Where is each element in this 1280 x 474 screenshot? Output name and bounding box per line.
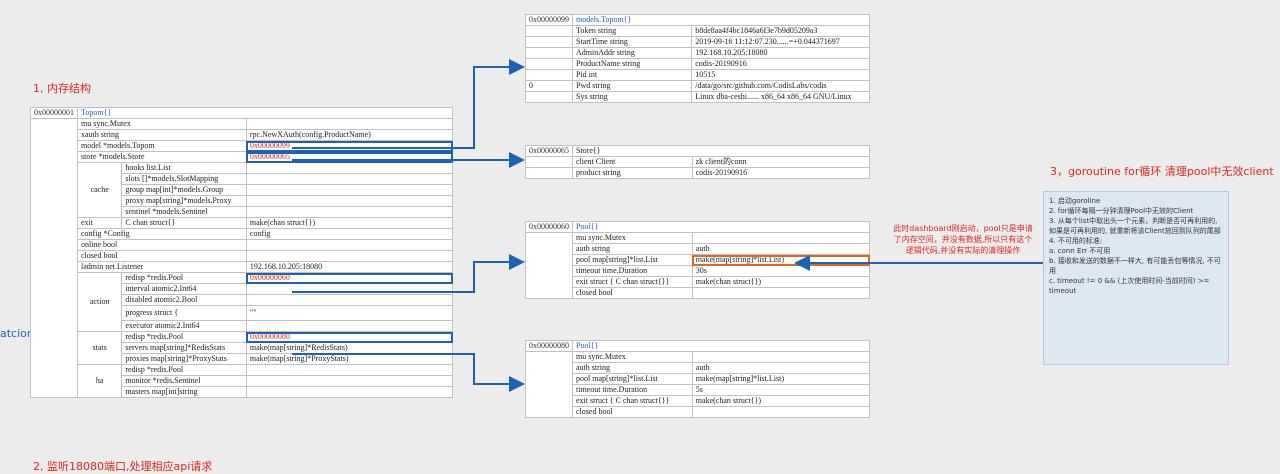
table-cell: Sys string xyxy=(571,91,693,103)
step-line: 3. 从每个list中取出头一个元素，判断是否可再利用的, 如果是可再利用的, … xyxy=(1049,217,1221,235)
table-cell: Linux dba-ceshi...... x86_64 x86_64 GNU/… xyxy=(691,91,870,103)
step-line: 1. 启动goroline xyxy=(1049,197,1101,205)
step-line: b. 接收和发送的数据不一样大, 有可能丢包等情况, 不可用 xyxy=(1049,257,1221,275)
table-cell xyxy=(691,406,871,418)
group-label-stats: stats xyxy=(76,331,123,365)
group-label-action: action xyxy=(76,272,123,332)
step-line: a. conn Err 不可用 xyxy=(1049,247,1111,255)
goroutine-steps-box: 1. 启动goroline 2. for循环每隔一分钟清理Pool中无效的Cli… xyxy=(1043,191,1229,365)
group-label-ha: ha xyxy=(76,364,123,398)
table-cell xyxy=(691,287,871,299)
step-line: 2. for循环每隔一分钟清理Pool中无效的Client xyxy=(1049,207,1194,215)
listen-heading: 2, 监听18080端口,处理相应api请求 xyxy=(33,460,213,473)
step-line: 4. 不可用的标准: xyxy=(1049,237,1103,245)
table-cell xyxy=(245,386,454,398)
pool-note-line: 逻辑代码,并没有实际的清理操作 xyxy=(905,246,1021,255)
pool-note: 此时dashboard刚启动，pool只是申请 了内存空间，并没有数据,所以只有… xyxy=(883,223,1043,256)
arrow-action-to-pool60 xyxy=(292,254,525,293)
pool-note-line: 此时dashboard刚启动，pool只是申请 xyxy=(893,224,1033,233)
step-line: c. timeout != 0 && (上次使用时间-当前时间) >= time… xyxy=(1049,277,1210,295)
arrow-model-to-models-topom xyxy=(292,59,525,149)
table-cell: masters map[int]string xyxy=(121,386,247,398)
memory-structure-heading: 1, 内存结构 xyxy=(33,82,91,95)
table-cell: codis-20190916 xyxy=(691,167,871,179)
group-label-cache: cache xyxy=(76,162,123,218)
goroutine-heading: 3，goroutine for循环 清理pool中无效client xyxy=(1050,165,1274,178)
arrow-stats-to-pool80 xyxy=(292,353,525,392)
pool-note-line: 了内存空间，并没有数据,所以只有这个 xyxy=(893,235,1033,244)
